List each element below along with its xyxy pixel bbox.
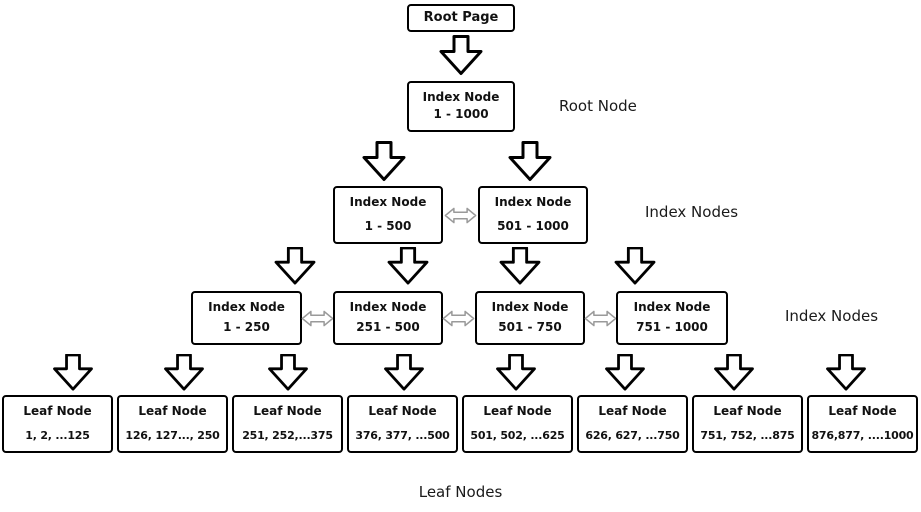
index-node-1-1000: Index Node 1 - 1000 xyxy=(407,81,515,132)
node-range: 751, 752, ...875 xyxy=(700,429,795,442)
node-range: 1 - 500 xyxy=(364,219,412,233)
double-arrow-icon xyxy=(444,207,477,224)
index-nodes-annotation-2: Index Nodes xyxy=(645,203,739,221)
node-range: 126, 127..., 250 xyxy=(125,429,220,442)
node-title: Leaf Node xyxy=(138,404,207,418)
node-title: Leaf Node xyxy=(253,404,322,418)
leaf-node-1: Leaf Node 1, 2, ...125 xyxy=(2,395,113,453)
node-title: Index Node xyxy=(494,195,572,209)
down-arrow-icon xyxy=(361,141,407,182)
index-node-501-750: Index Node 501 - 750 xyxy=(475,291,585,345)
node-title: Index Node xyxy=(633,300,711,314)
node-range: 876,877, ....1000 xyxy=(811,429,914,442)
down-arrow-icon xyxy=(497,247,543,285)
node-title: Leaf Node xyxy=(713,404,782,418)
down-arrow-icon xyxy=(507,141,553,182)
down-arrow-icon xyxy=(162,354,206,391)
leaf-node-6: Leaf Node 626, 627, ...750 xyxy=(577,395,688,453)
double-arrow-icon xyxy=(584,310,617,327)
double-arrow-icon xyxy=(301,310,334,327)
down-arrow-icon xyxy=(612,247,658,285)
root-page-box: Root Page xyxy=(407,4,515,32)
node-title: Leaf Node xyxy=(368,404,437,418)
node-title: Leaf Node xyxy=(598,404,667,418)
double-arrow-icon xyxy=(442,310,475,327)
node-title: Leaf Node xyxy=(483,404,552,418)
root-node-annotation: Root Node xyxy=(559,97,637,115)
node-range: 626, 627, ...750 xyxy=(585,429,680,442)
root-page-label: Root Page xyxy=(423,9,499,25)
node-range: 751 - 1000 xyxy=(636,320,708,334)
leaf-node-4: Leaf Node 376, 377, ...500 xyxy=(347,395,458,453)
down-arrow-icon xyxy=(382,354,426,391)
node-title: Leaf Node xyxy=(828,404,897,418)
leaf-node-8: Leaf Node 876,877, ....1000 xyxy=(807,395,918,453)
node-range: 1, 2, ...125 xyxy=(25,429,90,442)
node-title: Index Node xyxy=(208,300,285,314)
down-arrow-icon xyxy=(385,247,431,285)
index-node-1-250: Index Node 1 - 250 xyxy=(191,291,302,345)
down-arrow-icon xyxy=(712,354,756,391)
node-title: Index Node xyxy=(349,300,427,314)
node-range: 501 - 1000 xyxy=(497,219,569,233)
index-node-751-1000: Index Node 751 - 1000 xyxy=(616,291,728,345)
leaf-node-7: Leaf Node 751, 752, ...875 xyxy=(692,395,803,453)
node-range: 251, 252,...375 xyxy=(242,429,333,442)
leaf-node-2: Leaf Node 126, 127..., 250 xyxy=(117,395,228,453)
leaf-node-5: Leaf Node 501, 502, ...625 xyxy=(462,395,573,453)
down-arrow-icon xyxy=(824,354,868,391)
node-range: 501, 502, ...625 xyxy=(470,429,565,442)
leaf-node-3: Leaf Node 251, 252,...375 xyxy=(232,395,343,453)
down-arrow-icon xyxy=(603,354,647,391)
node-range: 1 - 1000 xyxy=(433,107,489,121)
node-range: 1 - 250 xyxy=(223,320,270,334)
down-arrow-icon xyxy=(438,35,484,76)
index-nodes-annotation-3: Index Nodes xyxy=(785,307,879,325)
down-arrow-icon xyxy=(266,354,310,391)
down-arrow-icon xyxy=(494,354,538,391)
node-range: 251 - 500 xyxy=(356,320,420,334)
node-range: 376, 377, ...500 xyxy=(355,429,450,442)
node-title: Index Node xyxy=(349,195,427,209)
node-title: Leaf Node xyxy=(23,404,92,418)
down-arrow-icon xyxy=(51,354,95,391)
leaf-nodes-annotation: Leaf Nodes xyxy=(418,483,503,501)
index-node-251-500: Index Node 251 - 500 xyxy=(333,291,443,345)
index-node-501-1000: Index Node 501 - 1000 xyxy=(478,186,588,244)
node-title: Index Node xyxy=(491,300,569,314)
down-arrow-icon xyxy=(272,247,318,285)
node-title: Index Node xyxy=(422,90,500,104)
node-range: 501 - 750 xyxy=(498,320,562,334)
index-node-1-500: Index Node 1 - 500 xyxy=(333,186,443,244)
